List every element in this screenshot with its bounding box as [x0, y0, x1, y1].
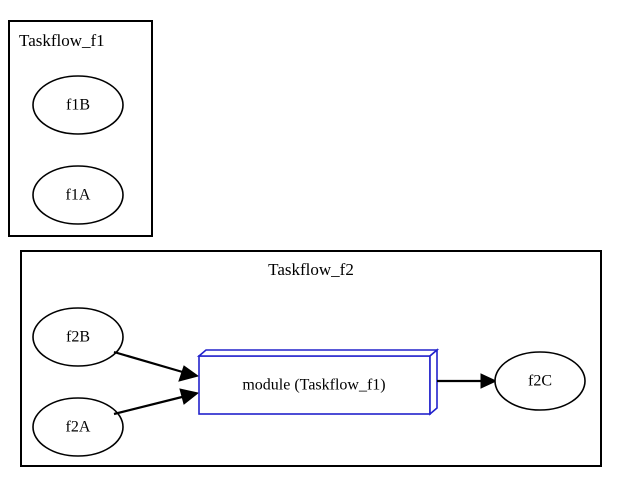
node-f1A[interactable]: f1A	[32, 165, 124, 225]
node-f1B[interactable]: f1B	[32, 75, 124, 135]
node-f2C-shape	[494, 351, 586, 411]
edge-f2B-to-module[interactable]	[113, 350, 200, 382]
node-f2B-shape	[32, 307, 124, 367]
node-module-taskflow-f1[interactable]: module (Taskflow_f1)	[196, 348, 440, 416]
edge-f2A-to-module-arrowhead	[179, 388, 200, 405]
cluster-taskflow-f1-border	[8, 20, 153, 237]
node-f2C[interactable]: f2C	[494, 351, 586, 411]
node-f2A-label: f2A	[66, 419, 91, 436]
node-module-label: module (Taskflow_f1)	[242, 377, 385, 394]
cluster-taskflow-f1[interactable]: Taskflow_f1	[8, 20, 153, 237]
edge-module-to-f2C[interactable]	[437, 373, 498, 389]
node-f2B[interactable]: f2B	[32, 307, 124, 367]
edge-module-to-f2C-arrowhead	[480, 373, 498, 389]
edge-f2B-to-module-line	[113, 350, 187, 375]
node-f2C-label: f2C	[528, 373, 552, 390]
cluster-taskflow-f2-label: Taskflow_f2	[268, 260, 354, 279]
edge-f2A-to-module[interactable]	[113, 388, 200, 416]
node-module-top-face	[196, 349, 440, 357]
node-module-right-face	[429, 348, 438, 416]
node-f2A[interactable]: f2A	[32, 397, 124, 457]
cluster-taskflow-f2[interactable]: Taskflow_f2	[20, 250, 602, 467]
cluster-taskflow-f1-label: Taskflow_f1	[19, 31, 105, 50]
node-f2A-shape	[32, 397, 124, 457]
node-f1A-shape	[32, 165, 124, 225]
edge-f2B-to-module-arrowhead	[178, 365, 200, 382]
cluster-taskflow-f2-border	[20, 250, 602, 467]
node-f1B-label: f1B	[66, 97, 90, 114]
edge-f2A-to-module-line	[113, 394, 187, 416]
node-f2B-label: f2B	[66, 329, 90, 346]
node-f1A-label: f1A	[66, 187, 91, 204]
node-f1B-shape	[32, 75, 124, 135]
